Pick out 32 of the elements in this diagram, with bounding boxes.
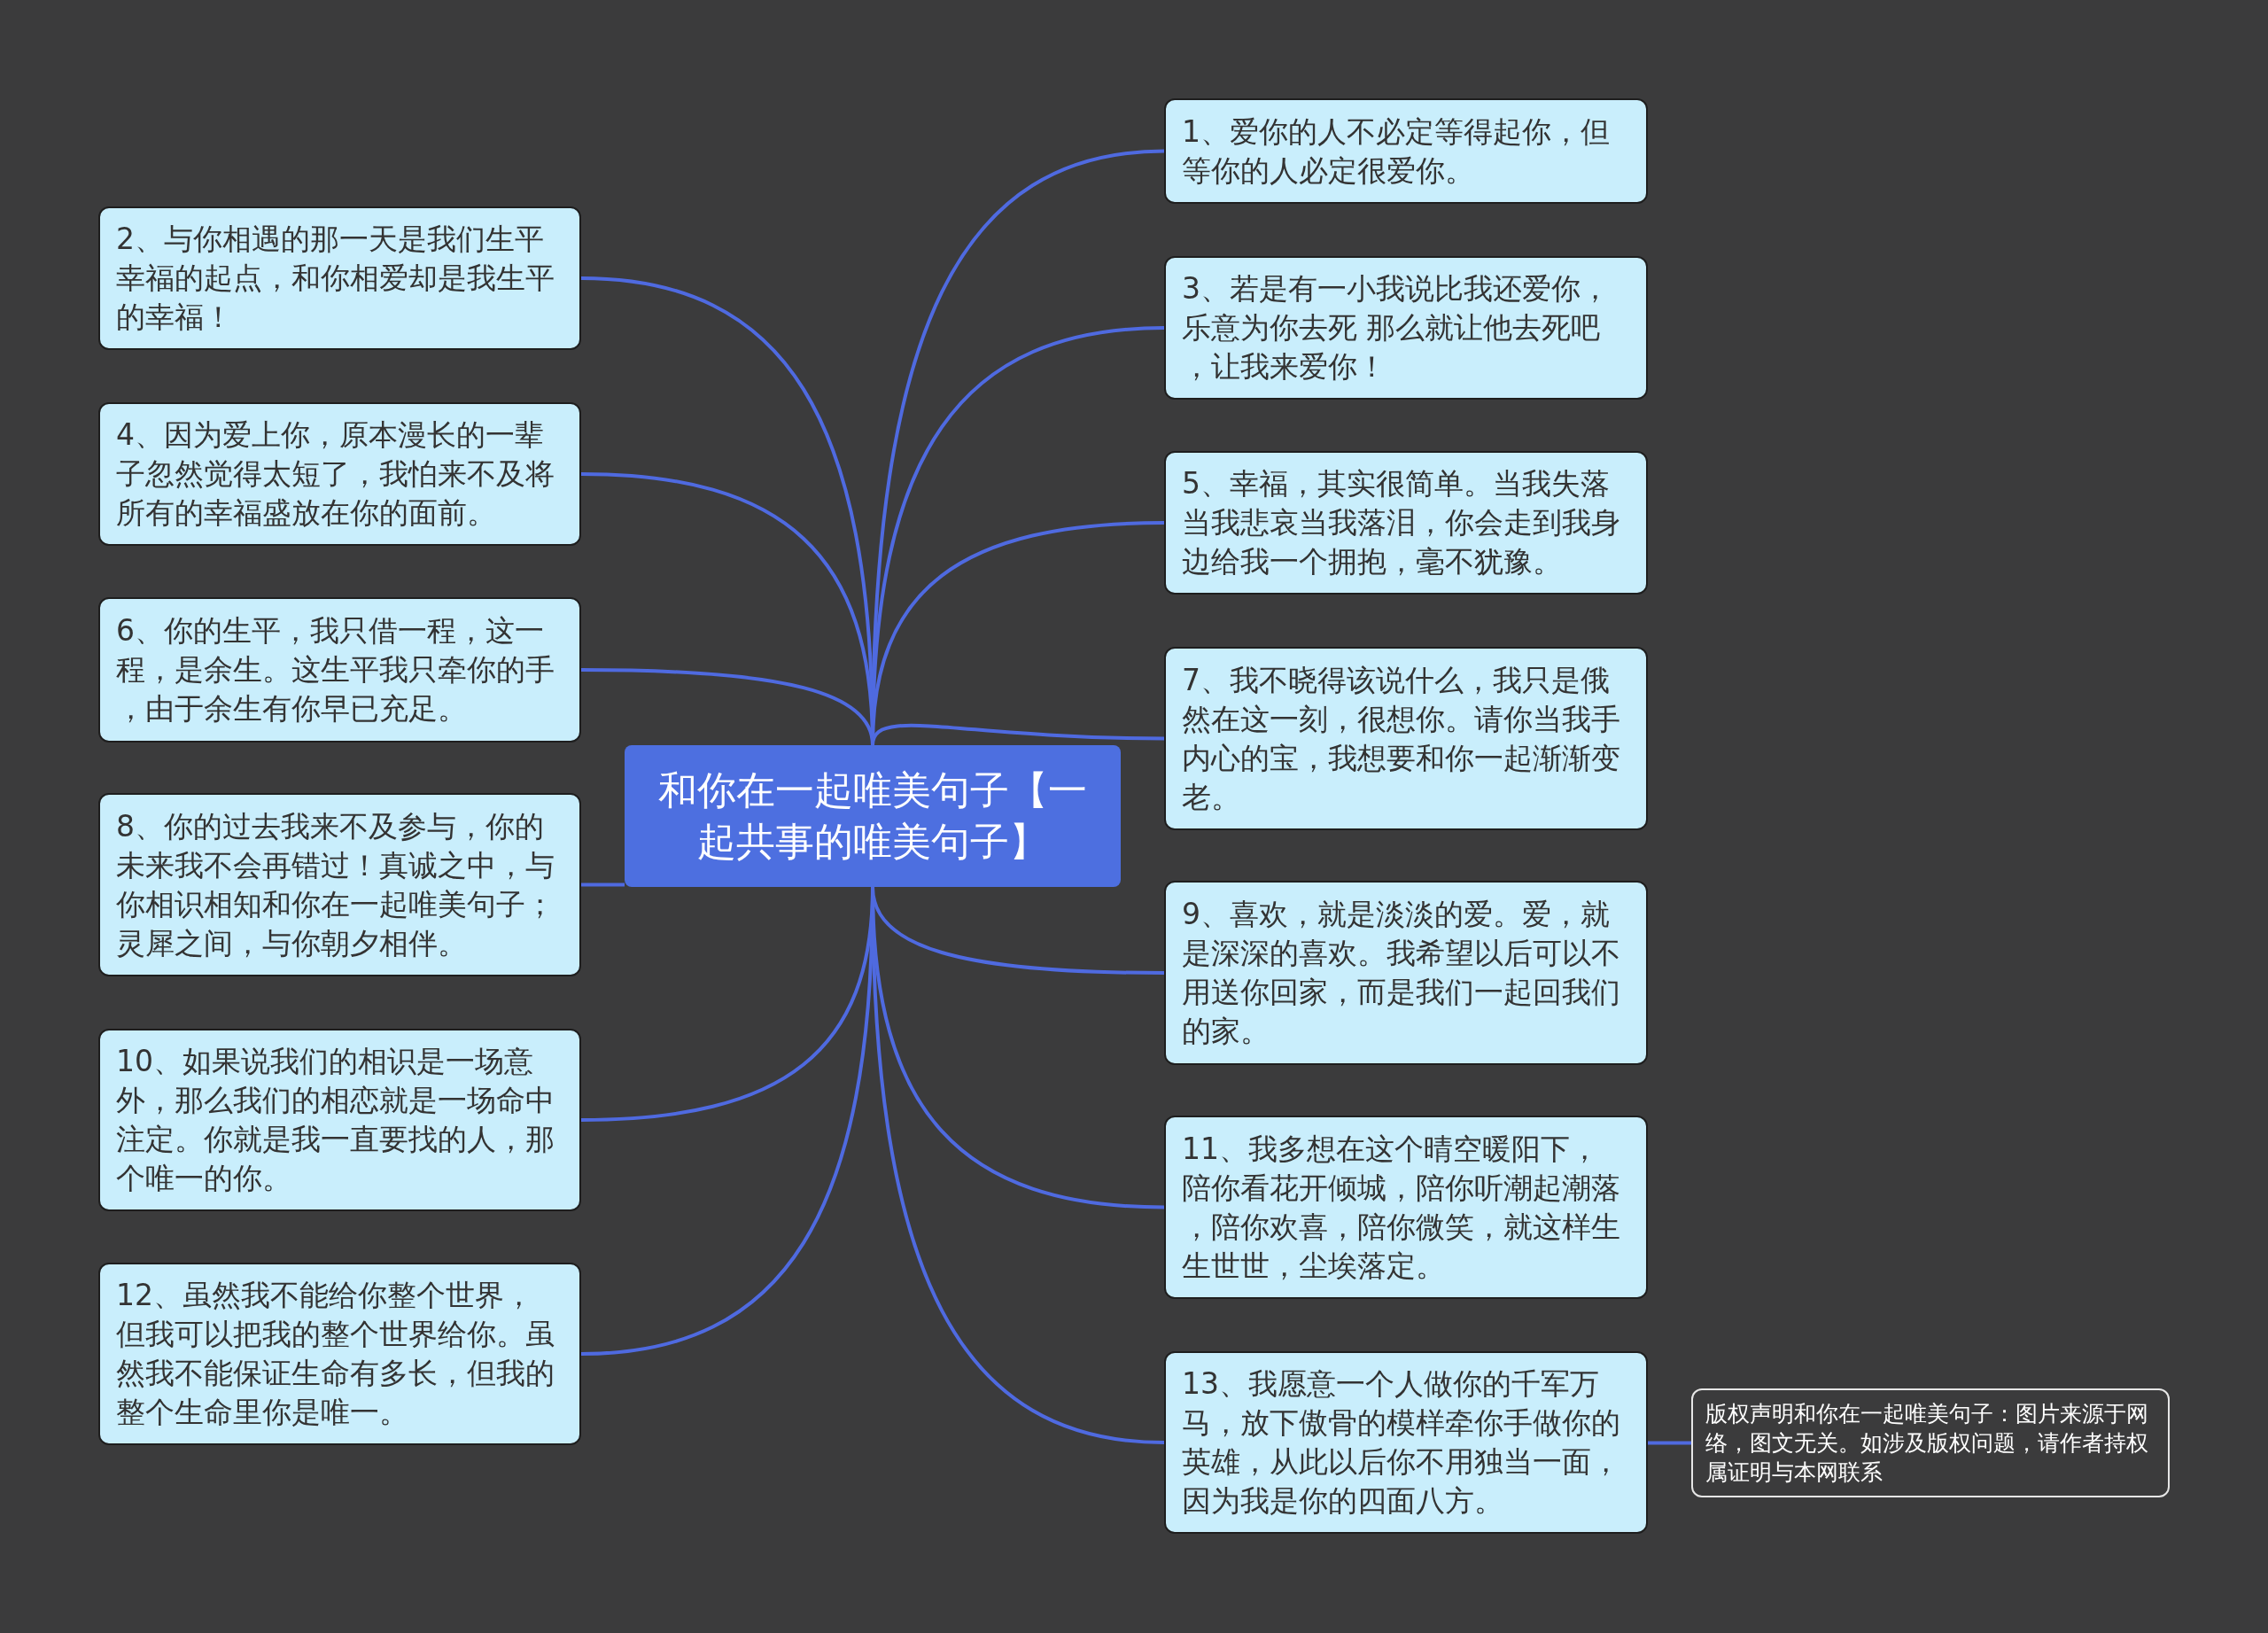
- note-box: [1691, 1388, 2170, 1497]
- quote-box: [1164, 1351, 1648, 1534]
- quote-text: 5、幸福，其实很简单。当我失落当我悲哀当我落泪，你会走到我身边给我一个拥抱，毫不犹豫。: [1182, 465, 1621, 580]
- quote-box: [98, 402, 581, 546]
- quote-text: 13、我愿意一个人做你的千军万马，放下傲骨的模样牵你手做你的英雄，从此以后你不用独当一面，因为我是你的四面八方。: [1182, 1365, 1621, 1520]
- quote-box: [98, 597, 581, 743]
- quote-box: [98, 1029, 581, 1211]
- quote-text: 1、爱你的人不必定等得起你，但等你的人必定很爱你。: [1182, 113, 1611, 190]
- quote-box: [1164, 647, 1648, 830]
- branch-line: [581, 883, 625, 887]
- quote-box: [98, 206, 581, 350]
- quote-box: [1164, 98, 1648, 204]
- quote-text: 7、我不晓得该说什么，我只是俄然在这一刻，很想你。请你当我手内心的宝，我想要和你一起渐渐变老。: [1182, 661, 1621, 816]
- quote-box: [1164, 1116, 1648, 1299]
- quote-box: [1164, 451, 1648, 595]
- quote-text: 9、喜欢，就是淡淡的爱。爱，就是深深的喜欢。我希望以后可以不用送你回家，而是我们一起回我们的家。: [1182, 896, 1621, 1050]
- quote-text: 6、你的生平，我只借一程，这一程，是余生。这生平我只牵你的手，由于余生有你早已充足。: [116, 612, 555, 727]
- topic-box: [625, 745, 1121, 887]
- quote-box: [98, 1263, 581, 1445]
- quote-box: [1164, 881, 1648, 1065]
- note-text: 版权声明和你在一起唯美句子：图片来源于网络，图文无关。如涉及版权问题，请作者持权属证明与本网联系: [1705, 1400, 2149, 1487]
- quote-text: 12、虽然我不能给你整个世界，但我可以把我的整个世界给你。虽然我不能保证生命有多长，但我的整个生命里你是唯一。: [116, 1277, 555, 1431]
- topic-text: 和你在一起唯美句子【一起共事的唯美句子】: [657, 766, 1088, 866]
- branch-line: [1648, 1441, 1691, 1445]
- quote-text: 10、如果说我们的相识是一场意外，那么我们的相恋就是一场命中注定。你就是我一直要找的人，那个唯一的你。: [116, 1043, 555, 1197]
- quote-text: 11、我多想在这个晴空暖阳下，陪你看花开倾城，陪你听潮起潮落，陪你欢喜，陪你微笑，就这样生生世世，尘埃落定。: [1182, 1130, 1621, 1285]
- quote-text: 4、因为爱上你，原本漫长的一辈子忽然觉得太短了，我怕来不及将所有的幸福盛放在你的面前。: [116, 416, 555, 532]
- quote-text: 3、若是有一小我说比我还爱你，乐意为你去死 那么就让他去死吧，让我来爱你！: [1182, 270, 1611, 385]
- quote-text: 8、你的过去我来不及参与，你的未来我不会再错过！真诚之中，与你相识相知和你在一起唯美句子；灵犀之间，与你朝夕相伴。: [116, 807, 555, 962]
- quote-box: [1164, 256, 1648, 400]
- quote-box: [98, 793, 581, 976]
- quote-text: 2、与你相遇的那一天是我们生平幸福的起点，和你相爱却是我生平的幸福！: [116, 221, 555, 336]
